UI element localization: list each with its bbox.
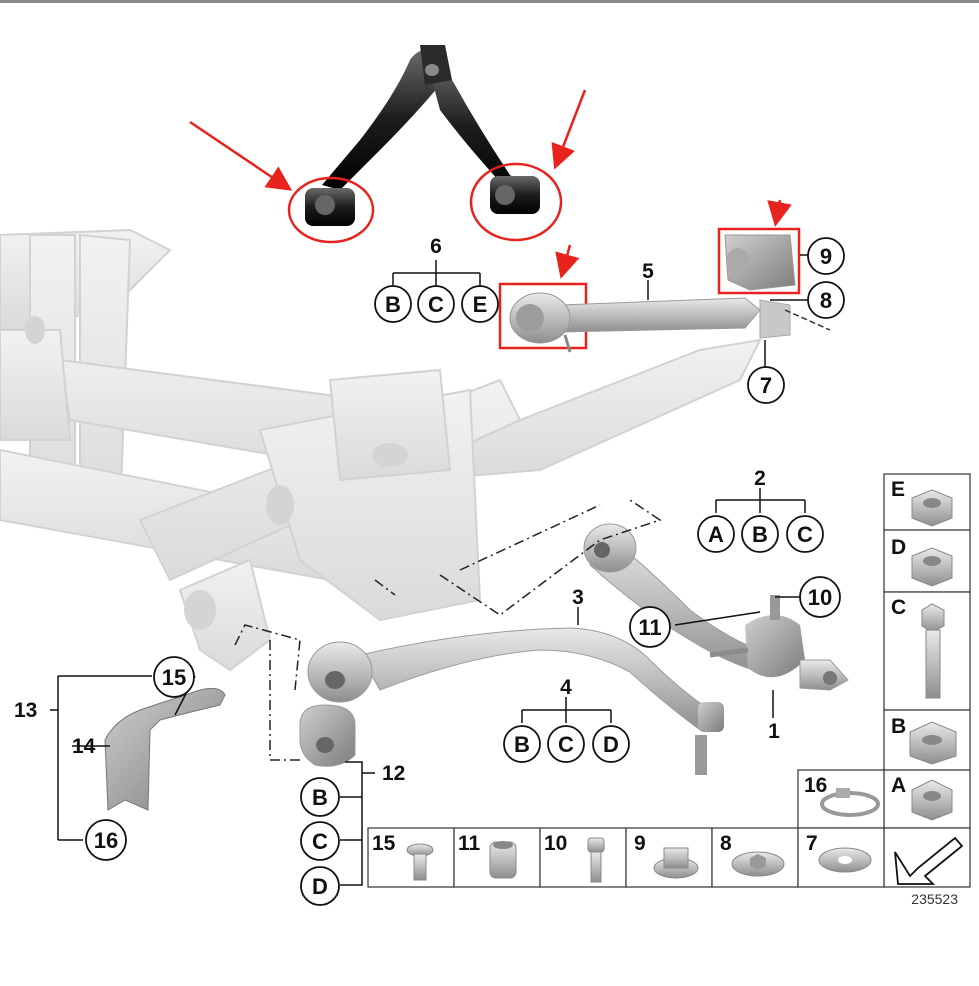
figure-number: 235523 — [911, 891, 958, 907]
svg-text:13: 13 — [14, 699, 37, 722]
table-icon-direction-arrow — [894, 836, 964, 885]
label-5: 5 — [642, 260, 654, 283]
svg-text:10: 10 — [808, 585, 832, 610]
table-label-15: 15 — [372, 832, 396, 855]
label-11: 11 — [629, 606, 671, 648]
table-icon-b-nut — [909, 721, 957, 765]
svg-text:15: 15 — [162, 665, 186, 690]
table-label-11: 11 — [458, 832, 481, 855]
table-icon-e-nut — [911, 489, 953, 527]
table-icon-11-sleeve — [489, 841, 517, 879]
label-9: 9 — [807, 237, 845, 275]
label-4-d: D — [592, 725, 630, 763]
label-4-c: C — [547, 725, 585, 763]
arrow-right — [551, 89, 587, 170]
label-6-e: E — [461, 285, 499, 323]
label-2-b: B — [741, 515, 779, 553]
table-icon-16-clamp — [820, 788, 880, 817]
table-label-7: 7 — [806, 832, 818, 855]
arrow-bushing-9 — [767, 199, 792, 227]
table-label-a: A — [891, 774, 906, 797]
svg-text:C: C — [428, 292, 444, 317]
svg-text:3: 3 — [572, 586, 584, 609]
table-icon-10-screw — [587, 837, 605, 883]
svg-text:6: 6 — [430, 235, 442, 258]
svg-text:B: B — [752, 522, 768, 547]
svg-text:16: 16 — [94, 828, 118, 853]
label-12-d: D — [300, 866, 340, 906]
svg-text:8: 8 — [820, 288, 832, 313]
table-label-8: 8 — [720, 832, 732, 855]
label-7: 7 — [747, 366, 785, 404]
label-6-c: C — [417, 285, 455, 323]
svg-text:7: 7 — [760, 373, 772, 398]
table-label-d: D — [891, 536, 906, 559]
label-6: 6 — [430, 235, 442, 258]
label-3: 3 — [572, 586, 584, 609]
svg-text:1: 1 — [768, 720, 780, 743]
table-label-9: 9 — [634, 832, 646, 855]
part-12-bushing — [299, 704, 356, 767]
svg-text:B: B — [385, 292, 401, 317]
svg-text:5: 5 — [642, 260, 654, 283]
svg-text:A: A — [708, 522, 724, 547]
svg-text:C: C — [558, 732, 574, 757]
svg-text:C: C — [312, 829, 328, 854]
table-icon-8-washer — [731, 851, 785, 877]
svg-text:14: 14 — [72, 735, 96, 758]
table-icon-c-bolt — [921, 603, 945, 699]
label-1: 1 — [768, 720, 780, 743]
arrow-bushing-6 — [555, 244, 580, 279]
subframe-holes — [25, 316, 408, 630]
label-15: 15 — [153, 656, 195, 698]
table-icon-15-bolt — [406, 843, 434, 881]
table-label-10: 10 — [544, 832, 567, 855]
svg-text:12: 12 — [382, 762, 405, 785]
label-12-b: B — [300, 777, 340, 817]
label-2-c: C — [786, 515, 824, 553]
label-4-b: B — [503, 725, 541, 763]
label-13: 13 — [14, 699, 37, 722]
svg-text:9: 9 — [820, 244, 832, 269]
upper-control-arm-black — [305, 45, 540, 226]
subframe — [0, 228, 762, 672]
table-icon-d-nut — [911, 547, 953, 587]
label-8: 8 — [807, 281, 845, 319]
table-icon-7-washer — [818, 847, 872, 873]
highlight-circle-right — [469, 162, 563, 242]
label-6-b: B — [374, 285, 412, 323]
svg-text:D: D — [603, 732, 619, 757]
label-10: 10 — [799, 576, 841, 618]
assembly-lines — [234, 499, 662, 761]
table-icon-9-nut — [653, 847, 699, 879]
label-4: 4 — [560, 676, 572, 699]
table-label-16: 16 — [804, 774, 827, 797]
svg-text:D: D — [312, 874, 328, 899]
svg-text:11: 11 — [638, 615, 661, 640]
svg-text:B: B — [514, 732, 530, 757]
part-14-bracket — [104, 687, 226, 811]
table-label-c: C — [891, 596, 906, 619]
label-2: 2 — [754, 467, 766, 490]
label-2-a: A — [697, 515, 735, 553]
label-12-c: C — [300, 821, 340, 861]
table-label-e: E — [891, 478, 905, 501]
table-label-b: B — [891, 715, 906, 738]
part-3-lower-arm — [307, 627, 724, 775]
svg-text:B: B — [312, 785, 328, 810]
label-16: 16 — [85, 819, 127, 861]
label-12: 12 — [382, 762, 405, 785]
label-14: 14 — [72, 735, 96, 758]
svg-text:E: E — [473, 292, 488, 317]
part-5-upper-arm — [509, 234, 831, 353]
svg-text:2: 2 — [754, 467, 766, 490]
svg-text:4: 4 — [560, 676, 572, 699]
top-border — [0, 0, 979, 3]
svg-text:C: C — [797, 522, 813, 547]
highlight-circle-left — [287, 176, 375, 244]
highlight-box-right — [717, 227, 801, 295]
arrow-left — [189, 120, 293, 191]
table-icon-a-nut — [911, 779, 953, 821]
